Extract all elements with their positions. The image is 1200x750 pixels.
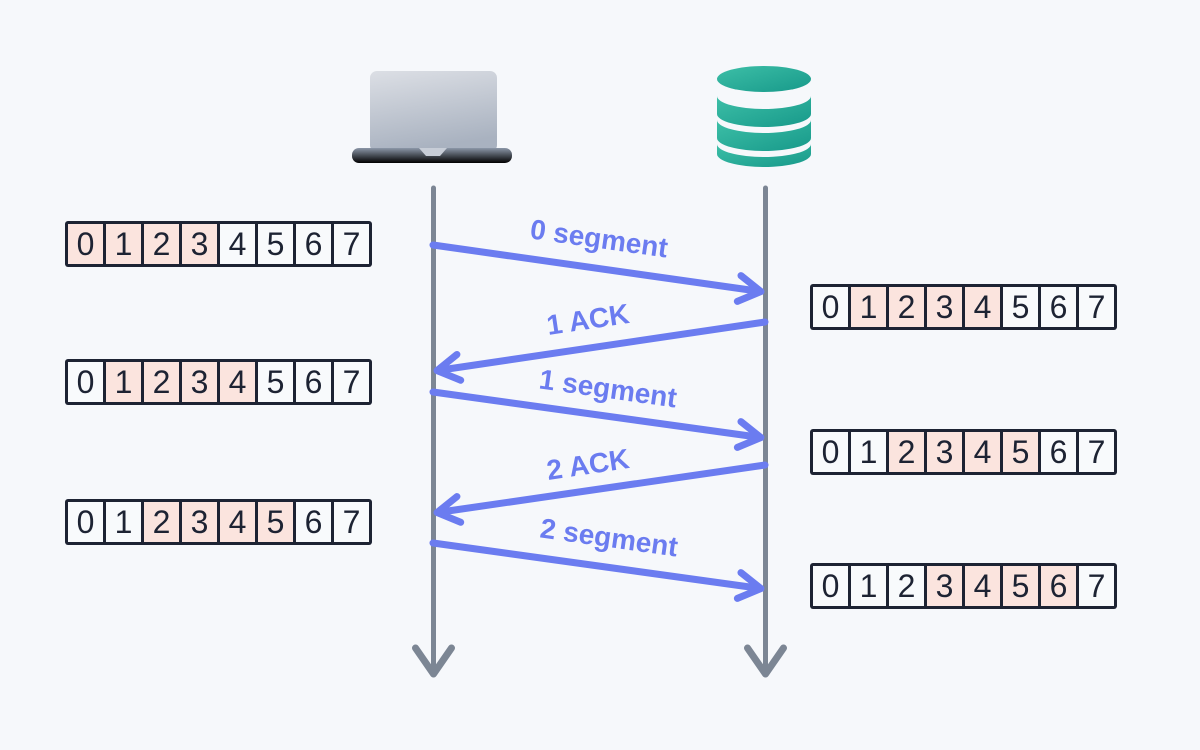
seq-cell: 2 [889,287,924,327]
seq-cell: 5 [1003,432,1038,472]
seq-cell: 7 [1079,287,1114,327]
seq-cell: 2 [144,502,179,542]
seq-cell: 1 [851,432,886,472]
seq-cell: 3 [182,362,217,402]
seq-cell: 3 [927,432,962,472]
seq-cell: 7 [334,224,369,264]
seq-cell: 1 [851,287,886,327]
seq-cell: 2 [144,224,179,264]
seq-cell: 4 [965,566,1000,606]
seq-cell: 0 [813,287,848,327]
seq-cell: 5 [258,224,293,264]
arrow-1-segment [429,388,765,451]
seq-cell: 7 [1079,432,1114,472]
arrow-2-ack [433,461,769,526]
seq-cell: 1 [851,566,886,606]
seq-cell: 6 [1041,287,1076,327]
seq-cell: 3 [182,502,217,542]
seq-cell: 6 [1041,566,1076,606]
seq-cell: 6 [296,362,331,402]
seq-cell: 0 [68,224,103,264]
seq-cell: 4 [220,224,255,264]
seq-cell: 0 [68,502,103,542]
seq-cell: 1 [106,362,141,402]
seq-cell: 5 [1003,287,1038,327]
seq-cell: 7 [1079,566,1114,606]
seq-cell: 3 [927,287,962,327]
seq-cell: 1 [106,502,141,542]
arrow-1-ack [433,318,769,384]
database-icon [717,66,811,167]
seq-cell: 4 [965,287,1000,327]
seq-cell: 3 [182,224,217,264]
seq-cell: 0 [68,362,103,402]
seq-cell: 5 [1003,566,1038,606]
seq-cell: 6 [296,502,331,542]
seq-cell: 0 [813,432,848,472]
arrow-0-segment [429,241,765,305]
seq-cell: 2 [889,432,924,472]
seq-cell: 5 [258,362,293,402]
seq-cell: 4 [965,432,1000,472]
seq-cell: 7 [334,362,369,402]
arrow-2-segment [429,539,765,602]
seq-cell: 2 [889,566,924,606]
seq-cell: 4 [220,502,255,542]
seq-cell: 6 [296,224,331,264]
seq-cell: 5 [258,502,293,542]
laptop-icon [352,71,512,163]
seq-cell: 2 [144,362,179,402]
seq-cell: 6 [1041,432,1076,472]
seq-cell: 0 [813,566,848,606]
seq-cell: 1 [106,224,141,264]
seq-cell: 4 [220,362,255,402]
message-arrows [429,241,769,602]
seq-cell: 7 [334,502,369,542]
seq-cell: 3 [927,566,962,606]
